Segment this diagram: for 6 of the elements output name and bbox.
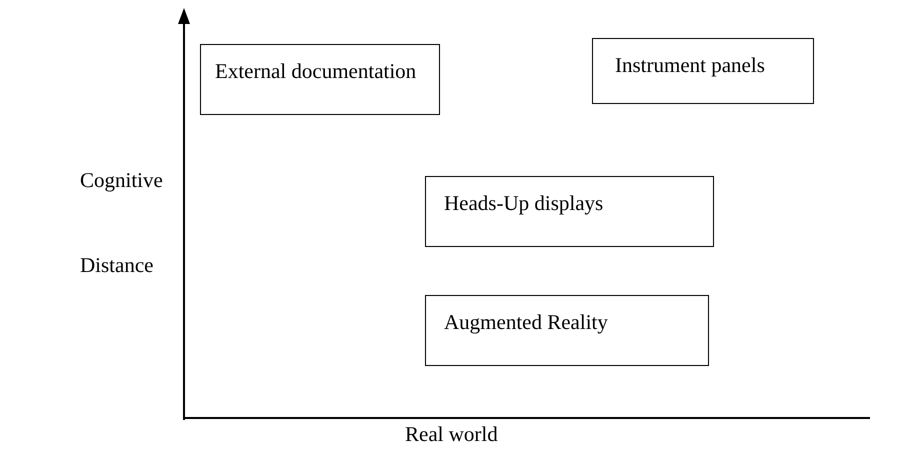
text-box: External documentation: [200, 44, 440, 115]
text-box: Instrument panels: [592, 38, 814, 104]
text-box: Augmented Reality: [425, 295, 709, 366]
text-box: Heads-Up displays: [425, 176, 714, 247]
axis-label: Real world: [405, 422, 499, 446]
axis-label: Cognitive Distance: [80, 167, 164, 279]
